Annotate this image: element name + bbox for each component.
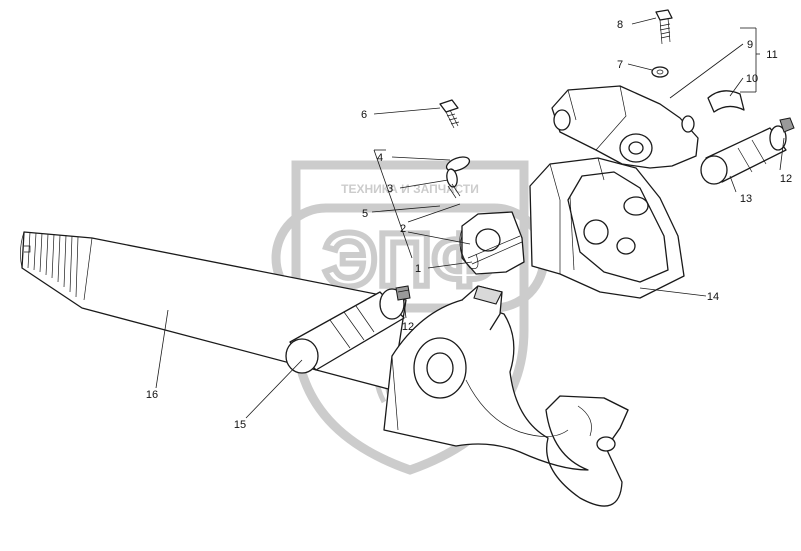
- callout-14: 14: [707, 291, 719, 303]
- callout-3: 3: [387, 183, 393, 195]
- callout-15: 15: [234, 419, 246, 431]
- callout-8: 8: [617, 19, 623, 31]
- callout-12-left: 12: [402, 321, 414, 333]
- callout-9: 9: [747, 39, 753, 51]
- part-14-bracket: [529, 157, 685, 299]
- callout-5: 5: [362, 208, 368, 220]
- callout-labels: 1 2 3 4 5 6 7 8 9 10 11 12 12 13 14 15 1…: [146, 19, 792, 431]
- part-6-bolt: [439, 99, 460, 129]
- watermark-top-text: ТЕХНИКА И ЗАПЧАСТИ: [341, 182, 479, 196]
- part-12-nipple-right: [779, 117, 795, 133]
- callout-11: 11: [766, 49, 777, 61]
- callout-7: 7: [617, 59, 623, 71]
- callout-16: 16: [146, 389, 158, 401]
- part-3-4-5-cotter: [445, 156, 471, 199]
- part-7-washer: [651, 66, 669, 78]
- part-10-spring-plate: [707, 90, 745, 113]
- part-9-lever: [551, 85, 699, 169]
- part-13-roller: [700, 125, 787, 185]
- callout-13: 13: [740, 193, 752, 205]
- part-1-clip: [459, 235, 479, 270]
- part-15-pin: [285, 288, 405, 374]
- callout-2: 2: [400, 223, 406, 235]
- callout-12-right: 12: [780, 173, 792, 185]
- callout-10: 10: [746, 73, 758, 85]
- leader-lines: [155, 17, 785, 419]
- callout-1: 1: [415, 263, 421, 275]
- hook-body: [383, 285, 629, 507]
- part-12-nipple-left: [395, 285, 411, 301]
- part-2-latch: [459, 211, 525, 275]
- axle-thread: [27, 231, 79, 298]
- callout-4: 4: [377, 152, 383, 164]
- callout-6: 6: [361, 109, 367, 121]
- part-8-bolt: [655, 9, 673, 45]
